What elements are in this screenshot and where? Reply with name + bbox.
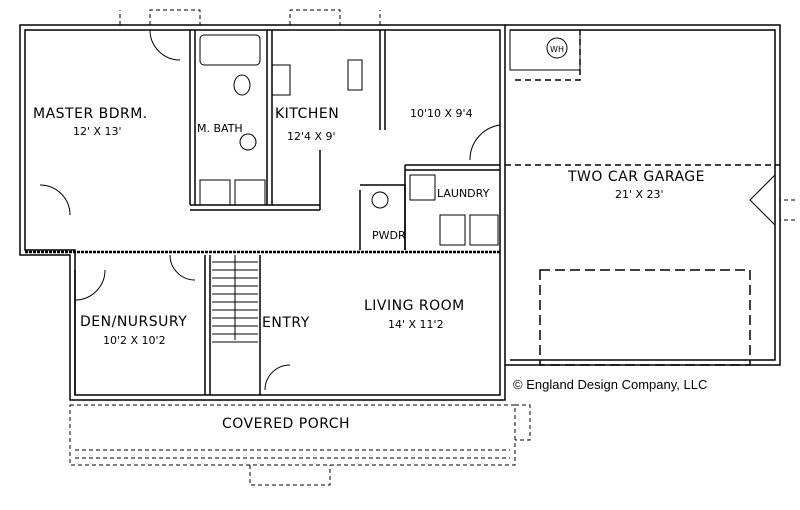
den-size: 10'2 X 10'2 (103, 334, 166, 347)
exterior-walls (19, 24, 781, 401)
garage-size: 21' X 23' (615, 188, 664, 201)
copyright-notice: © England Design Company, LLC (513, 377, 708, 392)
master-bedroom-label: MASTER BDRM. (33, 106, 148, 122)
fixtures (199, 29, 581, 246)
garage-label: TWO CAR GARAGE (568, 169, 706, 185)
den-label: DEN/NURSURY (80, 314, 188, 330)
water-heater-label: WH (550, 45, 564, 54)
garage-door (539, 269, 751, 366)
kitchen-size: 12'4 X 9' (287, 130, 336, 143)
entry-label: ENTRY (262, 315, 310, 331)
door-swings (39, 29, 776, 391)
interior-walls (25, 30, 780, 395)
porch-label: COVERED PORCH (222, 416, 351, 432)
living-room-size: 14' X 11'2 (388, 318, 444, 331)
master-bath-label: M. BATH (197, 122, 243, 135)
stairs (212, 255, 258, 343)
living-room-label: LIVING ROOM (364, 298, 465, 314)
powder-room-label: PWDR (372, 229, 406, 242)
kitchen-label: KITCHEN (275, 106, 340, 122)
laundry-label: LAUNDRY (437, 187, 490, 200)
porch-outline (69, 9, 795, 486)
dining-size: 10'10 X 9'4 (410, 107, 473, 120)
master-bedroom-size: 12' X 13' (73, 125, 122, 138)
water-heater-icon (546, 37, 568, 59)
